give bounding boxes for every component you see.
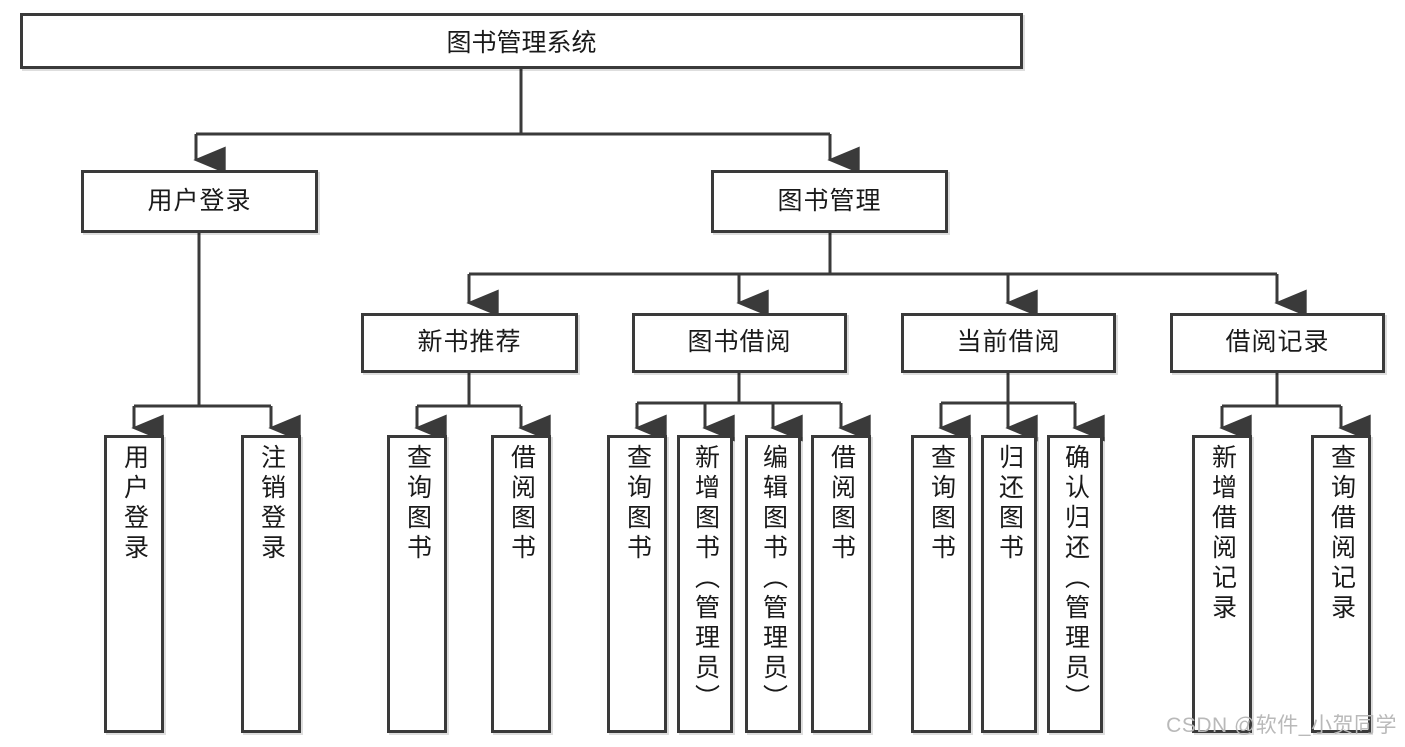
node-borrow-record-label: 借阅记录 xyxy=(1225,328,1330,357)
leaf-return-book-label: 归还图书 xyxy=(995,444,1024,564)
leaf-confirm-return[interactable]: 确认归还（管理员） xyxy=(1047,435,1103,733)
leaf-query-book-3-label: 查询图书 xyxy=(927,444,956,564)
leaf-add-book[interactable]: 新增图书（管理员） xyxy=(677,435,733,733)
leaf-query-book-3[interactable]: 查询图书 xyxy=(911,435,971,733)
leaf-confirm-return-label: 确认归还（管理员） xyxy=(1061,444,1090,714)
node-book-manage[interactable]: 图书管理 xyxy=(711,170,948,233)
node-root[interactable]: 图书管理系统 xyxy=(20,13,1023,69)
node-user-login[interactable]: 用户登录 xyxy=(81,170,318,233)
leaf-query-book-2[interactable]: 查询图书 xyxy=(607,435,667,733)
node-book-borrow-label: 图书借阅 xyxy=(687,328,792,357)
leaf-add-record-label: 新增借阅记录 xyxy=(1208,444,1237,624)
leaf-return-book[interactable]: 归还图书 xyxy=(981,435,1037,733)
node-current-borrow-label: 当前借阅 xyxy=(956,328,1061,357)
leaf-user-login-label: 用户登录 xyxy=(120,444,149,564)
node-borrow-record[interactable]: 借阅记录 xyxy=(1170,313,1385,373)
node-new-book-rec-label: 新书推荐 xyxy=(417,328,522,357)
leaf-edit-book-label: 编辑图书（管理员） xyxy=(759,444,788,714)
node-new-book-rec[interactable]: 新书推荐 xyxy=(361,313,578,373)
leaf-user-login[interactable]: 用户登录 xyxy=(104,435,164,733)
leaf-borrow-book-2[interactable]: 借阅图书 xyxy=(811,435,871,733)
node-book-borrow[interactable]: 图书借阅 xyxy=(632,313,847,373)
leaf-borrow-book-2-label: 借阅图书 xyxy=(827,444,856,564)
watermark: CSDN @软件_小贺同学 xyxy=(1166,714,1397,737)
leaf-query-book-1-label: 查询图书 xyxy=(403,444,432,564)
leaf-add-book-label: 新增图书（管理员） xyxy=(691,444,720,714)
node-current-borrow[interactable]: 当前借阅 xyxy=(901,313,1116,373)
leaf-edit-book[interactable]: 编辑图书（管理员） xyxy=(745,435,801,733)
leaf-query-book-1[interactable]: 查询图书 xyxy=(387,435,447,733)
leaf-add-record[interactable]: 新增借阅记录 xyxy=(1192,435,1252,733)
node-root-label: 图书管理系统 xyxy=(446,29,597,57)
leaf-query-book-2-label: 查询图书 xyxy=(623,444,652,564)
leaf-query-record-label: 查询借阅记录 xyxy=(1327,444,1356,624)
leaf-query-record[interactable]: 查询借阅记录 xyxy=(1311,435,1371,733)
leaf-borrow-book-1-label: 借阅图书 xyxy=(507,444,536,564)
leaf-borrow-book-1[interactable]: 借阅图书 xyxy=(491,435,551,733)
leaf-logout-login[interactable]: 注销登录 xyxy=(241,435,301,733)
node-user-login-label: 用户登录 xyxy=(147,186,252,215)
leaf-logout-login-label: 注销登录 xyxy=(257,444,286,564)
node-book-manage-label: 图书管理 xyxy=(777,186,882,215)
